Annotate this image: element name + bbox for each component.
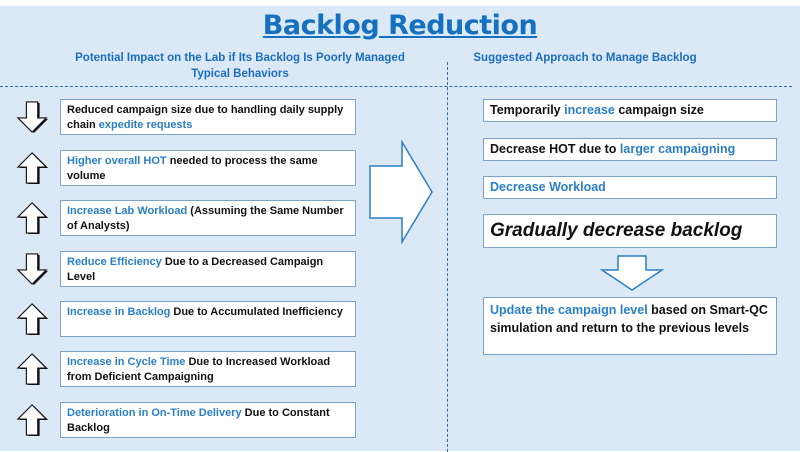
down-arrow-icon (16, 253, 49, 286)
approach-decrease-backlog: Gradually decrease backlog (483, 214, 777, 248)
impact-item: Reduced campaign size due to handling da… (60, 99, 356, 135)
up-arrow-icon (16, 404, 49, 437)
left-header-line2: Typical Behaviors (191, 68, 289, 80)
up-arrow-icon (16, 353, 49, 386)
down-arrow-icon (600, 255, 664, 291)
approach-decrease-hot: Decrease HOT due to larger campaigning (483, 138, 777, 161)
impact-item: Increase in Backlog Due to Accumulated I… (60, 301, 356, 337)
approach-update-campaign: Update the campaign level based on Smart… (483, 297, 777, 355)
impact-item: Deterioration in On-Time Delivery Due to… (60, 402, 356, 438)
impact-item: Reduce Efficiency Due to a Decreased Cam… (60, 251, 356, 287)
slide: Backlog Reduction Potential Impact on th… (0, 6, 800, 452)
right-header: Suggested Approach to Manage Backlog (473, 52, 697, 64)
up-arrow-icon (16, 303, 49, 336)
slide-title: Backlog Reduction (262, 10, 538, 41)
vertical-divider (447, 62, 448, 452)
left-header-line1: Potential Impact on the Lab if Its Backl… (75, 52, 405, 64)
down-arrow-icon (16, 101, 49, 134)
horizontal-divider (0, 86, 792, 87)
up-arrow-icon (16, 202, 49, 235)
impact-item: Increase in Cycle Time Due to Increased … (60, 351, 356, 387)
left-header: Potential Impact on the Lab if Its Backl… (40, 50, 440, 82)
approach-decrease-workload: Decrease Workload (483, 176, 777, 199)
right-arrow-icon (369, 139, 433, 245)
impact-item: Higher overall HOT needed to process the… (60, 150, 356, 186)
approach-increase-campaign: Temporarily increase campaign size (483, 99, 777, 122)
up-arrow-icon (16, 152, 49, 185)
impact-item: Increase Lab Workload (Assuming the Same… (60, 200, 356, 236)
